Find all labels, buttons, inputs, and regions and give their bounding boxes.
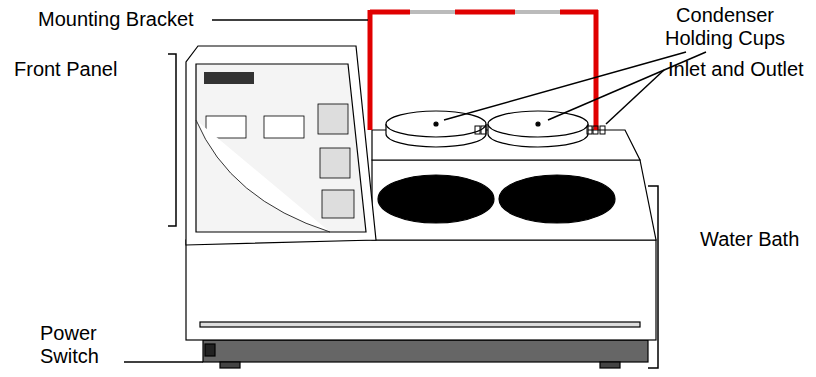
part-label: Power Switch — [40, 322, 124, 368]
base-plinth — [203, 340, 648, 362]
inlet-outlet — [475, 126, 605, 134]
part-label: Water Bath — [700, 228, 799, 251]
bath-well — [499, 175, 615, 223]
bath-well — [378, 175, 494, 223]
foot — [600, 362, 620, 368]
span-bracket — [648, 186, 658, 368]
mounting-bracket — [370, 10, 598, 130]
part-label: Inlet and Outlet — [668, 58, 804, 81]
part-label: Front Panel — [14, 58, 117, 81]
bath-top — [372, 160, 656, 240]
part-label: Mounting Bracket — [38, 8, 198, 31]
condenser-cup — [488, 111, 588, 147]
body-front — [186, 240, 656, 340]
front-stripe — [200, 322, 640, 327]
condenser-cup — [386, 111, 486, 147]
power-switch — [205, 344, 215, 356]
leader-line — [120, 20, 706, 362]
part-label: Condenser Holding Cups — [640, 4, 810, 50]
span-bracket — [168, 54, 176, 226]
foot — [220, 362, 240, 368]
front-panel — [186, 46, 376, 245]
